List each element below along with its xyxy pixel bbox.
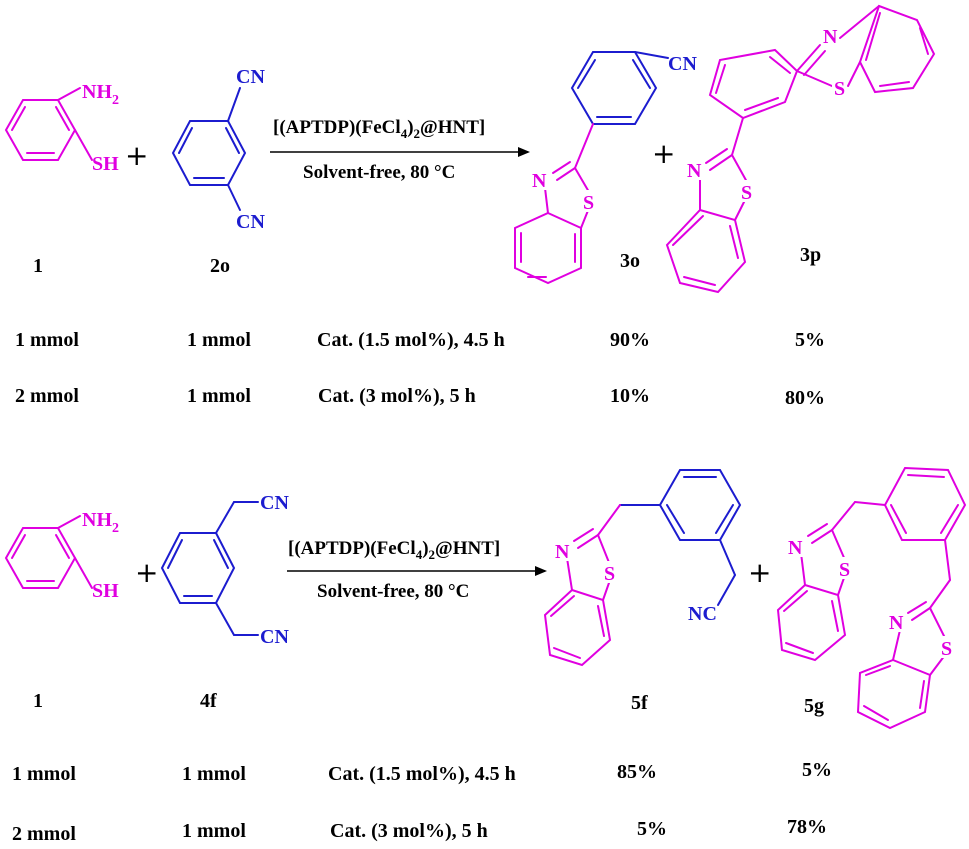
catalyst-loading-time: Cat. (3 mol%), 5 h	[318, 385, 476, 407]
plus-sign: +	[125, 139, 148, 172]
compound-label-1: 1	[33, 255, 43, 277]
amount-reagent-1: 2 mmol	[15, 385, 79, 407]
product-5f-structure: NC N S	[543, 469, 742, 667]
thiazole-sulfur-label: S	[741, 182, 752, 204]
catalyst-loading-time: Cat. (1.5 mol%), 4.5 h	[317, 329, 505, 351]
yield-5f: 5%	[637, 818, 667, 840]
yield-3o: 90%	[610, 329, 650, 351]
product-5g-structure: N S N S	[776, 466, 967, 730]
amount-reagent-1: 1 mmol	[15, 329, 79, 351]
plus-sign: +	[748, 556, 771, 589]
nitrile-label-bottom: CN	[260, 626, 289, 648]
catalyst-loading-time: Cat. (3 mol%), 5 h	[330, 820, 488, 842]
amount-reagent-1: 1 mmol	[12, 763, 76, 785]
amino-group-label: NH2	[82, 509, 119, 536]
reagent-2-aminothiophenol: NH2 SH	[4, 509, 119, 602]
reagent-isophthalonitrile: CN CN	[171, 66, 265, 233]
reaction-arrow	[270, 147, 530, 157]
thiazole-nitrogen-label: N	[823, 26, 838, 48]
compound-label-4f: 4f	[200, 690, 217, 712]
yield-5g: 5%	[802, 759, 832, 781]
amount-reagent-2: 1 mmol	[182, 763, 246, 785]
compound-label-3p: 3p	[800, 244, 821, 266]
catalyst-loading-time: Cat. (1.5 mol%), 4.5 h	[328, 763, 516, 785]
thiol-group-label: SH	[92, 580, 119, 602]
catalyst-formula: [(APTDP)(FeCl4)2@HNT]	[273, 117, 485, 141]
reagent-phenylenediacetonitrile: CN CN	[160, 492, 289, 648]
thiazole-nitrogen-label: N	[889, 612, 904, 634]
thiazole-sulfur-label: S	[839, 559, 850, 581]
reaction-arrow	[287, 566, 547, 576]
conditions-table-1: 1 mmol 1 mmol Cat. (1.5 mol%), 4.5 h 90%…	[15, 329, 825, 409]
yield-3o: 10%	[610, 385, 650, 407]
yield-3p: 5%	[795, 329, 825, 351]
reagent-2-aminothiophenol: NH2 SH	[4, 81, 119, 175]
nitrile-label: CN	[668, 53, 697, 75]
thiazole-sulfur-label: S	[583, 192, 594, 214]
amount-reagent-2: 1 mmol	[187, 329, 251, 351]
thiazole-nitrogen-label: N	[555, 541, 570, 563]
scheme-1: NH2 SH 1 + CN CN 2o [(APTDP)(FeCl4)2@HNT…	[4, 4, 936, 409]
catalyst-formula: [(APTDP)(FeCl4)2@HNT]	[288, 538, 500, 562]
scheme-2: NH2 SH 1 + CN CN 4f [(APTDP)(FeCl4)2@HNT…	[4, 466, 967, 845]
thiazole-sulfur-label: S	[834, 78, 845, 100]
thiazole-nitrogen-label: N	[687, 160, 702, 182]
compound-label-2o: 2o	[210, 255, 230, 277]
nitrile-label-bottom: CN	[236, 211, 265, 233]
thiazole-nitrogen-label: N	[532, 170, 547, 192]
amount-reagent-2: 1 mmol	[182, 820, 246, 842]
compound-label-1: 1	[33, 690, 43, 712]
thiazole-nitrogen-label: N	[788, 537, 803, 559]
amino-group-label: NH2	[82, 81, 119, 108]
reaction-conditions: Solvent-free, 80 °C	[317, 581, 469, 602]
plus-sign: +	[135, 556, 158, 589]
product-3o-structure: CN N S	[514, 51, 697, 285]
conditions-table-2: 1 mmol 1 mmol Cat. (1.5 mol%), 4.5 h 85%…	[12, 759, 832, 845]
amount-reagent-1: 2 mmol	[12, 823, 76, 845]
nitrile-label: NC	[688, 603, 717, 625]
amount-reagent-2: 1 mmol	[187, 385, 251, 407]
product-3p-structure: N S N S	[665, 4, 936, 294]
plus-sign: +	[652, 137, 675, 170]
compound-label-5f: 5f	[631, 692, 648, 714]
yield-5g: 78%	[787, 816, 827, 838]
thiazole-sulfur-label: S	[941, 638, 952, 660]
nitrile-label-top: CN	[236, 66, 265, 88]
nitrile-label-top: CN	[260, 492, 289, 514]
reaction-conditions: Solvent-free, 80 °C	[303, 162, 455, 183]
thiazole-sulfur-label: S	[604, 563, 615, 585]
yield-3p: 80%	[785, 387, 825, 409]
compound-label-5g: 5g	[804, 695, 824, 717]
yield-5f: 85%	[617, 761, 657, 783]
thiol-group-label: SH	[92, 153, 119, 175]
compound-label-3o: 3o	[620, 250, 640, 272]
